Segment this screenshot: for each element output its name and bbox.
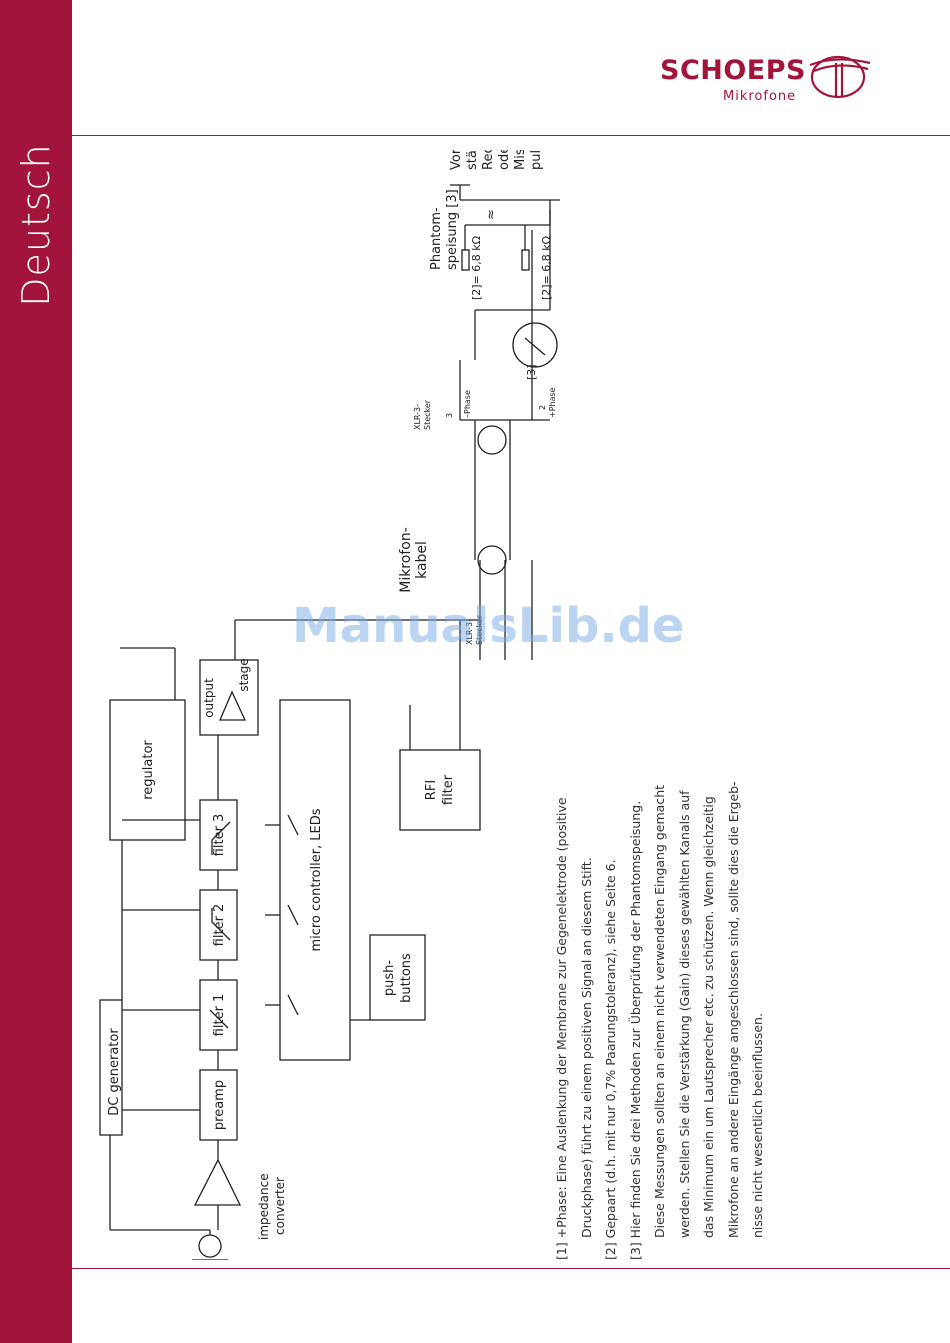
circuit-diagram: DC generator preamp filter 1 filter 2 fi… [99, 150, 560, 1260]
dc-generator-block [99, 999, 123, 1136]
note-3b: Diese Messungen sollten an einem nicht v… [652, 784, 667, 1238]
preamp-label: preamp [212, 1080, 227, 1130]
note-3d: das Minimum ein um Lautsprecher etc. zu … [701, 796, 716, 1238]
xlr-left-label-1: XLR-3- [465, 619, 474, 645]
push-buttons-block [369, 934, 426, 1021]
header-rule [72, 135, 950, 136]
rotated-page-content: DC generator preamp filter 1 filter 2 fi… [80, 150, 860, 1260]
brand-logo-text: SCHOEPS [660, 55, 806, 86]
note-3e: Mikrofone an andere Eingänge angeschloss… [725, 781, 741, 1238]
vorverstaerker-label-5: Misch- [513, 150, 528, 170]
rfi-label-1: RFI [424, 780, 439, 800]
regulator-block [109, 699, 186, 841]
pin-2-label: 2 [538, 405, 547, 410]
phantom-label-1: Phantom- [429, 207, 444, 270]
note-1b: Druckphase) führt zu einem positiven Sig… [578, 857, 594, 1238]
meter-icon [512, 322, 558, 368]
vorverstaerker-label-1: Vorver- [449, 150, 464, 170]
vorverstaerker-label-3: Recorder [481, 150, 496, 170]
micro-controller-block [279, 699, 351, 1061]
watermark: ManualsLib.de [292, 598, 685, 654]
xlr-right-label-1: XLR-3- [413, 404, 422, 430]
vorverstaerker-label-4: oder [497, 150, 512, 170]
footnotes: [1] +Phase: Eine Auslenkung der Membrane… [550, 781, 771, 1260]
impedance-converter-symbol [193, 1158, 242, 1206]
mikrofon-label-2: kabel [414, 541, 430, 579]
approx-symbol: ≈ [484, 209, 499, 220]
note-1a: [1] +Phase: Eine Auslenkung der Membrane… [554, 797, 569, 1260]
note-2: [2] Gepaart (d.h. mit nur 0,7% Paarungst… [603, 859, 618, 1260]
vorverstaerker-label-6: pult [529, 150, 544, 170]
push-label-1: push- [382, 960, 397, 997]
impedance-label-2: converter [273, 1177, 287, 1235]
brand-logo-icon [809, 55, 871, 99]
rfi-label-2: filter [441, 774, 456, 805]
language-sidebar: Deutsch [0, 0, 72, 1343]
stage-label: stage [237, 658, 251, 691]
note-3a: [3] Hier finden Sie drei Methoden zur Üb… [627, 800, 643, 1260]
vorverstaerker-label-2: stärker, [465, 150, 480, 170]
language-label: Deutsch [14, 143, 58, 307]
impedance-label-1: impedance [257, 1173, 271, 1240]
dc-generator-label: DC generator [107, 1028, 122, 1116]
filter-3-label: filter 3 [212, 814, 227, 857]
meter-label: [3] [525, 364, 538, 380]
mikrofon-label-1: Mikrofon- [398, 527, 414, 593]
minus-phase-label: –Phase [463, 390, 472, 418]
note-3c: werden. Stellen Sie die Verstärkung (Gai… [676, 790, 692, 1238]
regulator-label: regulator [141, 740, 156, 800]
filter-1-label: filter 1 [212, 994, 227, 1037]
output-label: output [202, 678, 216, 718]
output-stage-block [199, 659, 259, 736]
plus-phase-label: +Phase [548, 387, 557, 418]
xlr-right-label-2: Stecker [423, 399, 432, 430]
filter-2-label: filter 2 [212, 904, 227, 947]
xlr-left-label-2: Stecker [475, 614, 484, 645]
phantom-label-2: speisung [3] [445, 189, 460, 270]
pin-3-label: 3 [445, 413, 454, 418]
push-label-2: buttons [399, 953, 414, 1003]
rs-bottom-label: [2]= 6,8 kΩ [540, 236, 553, 300]
note-3f: nisse nicht wesentlich beeinflussen. [750, 1013, 765, 1238]
capsule-icon [198, 1234, 222, 1258]
brand-logo-subtitle: Mikrofone [723, 89, 797, 104]
micro-controller-label: micro controller, LEDs [309, 808, 324, 951]
rs-top-label: [2]= 6,8 kΩ [470, 236, 483, 300]
footer-rule [72, 1268, 950, 1269]
rfi-filter-block [399, 749, 481, 831]
